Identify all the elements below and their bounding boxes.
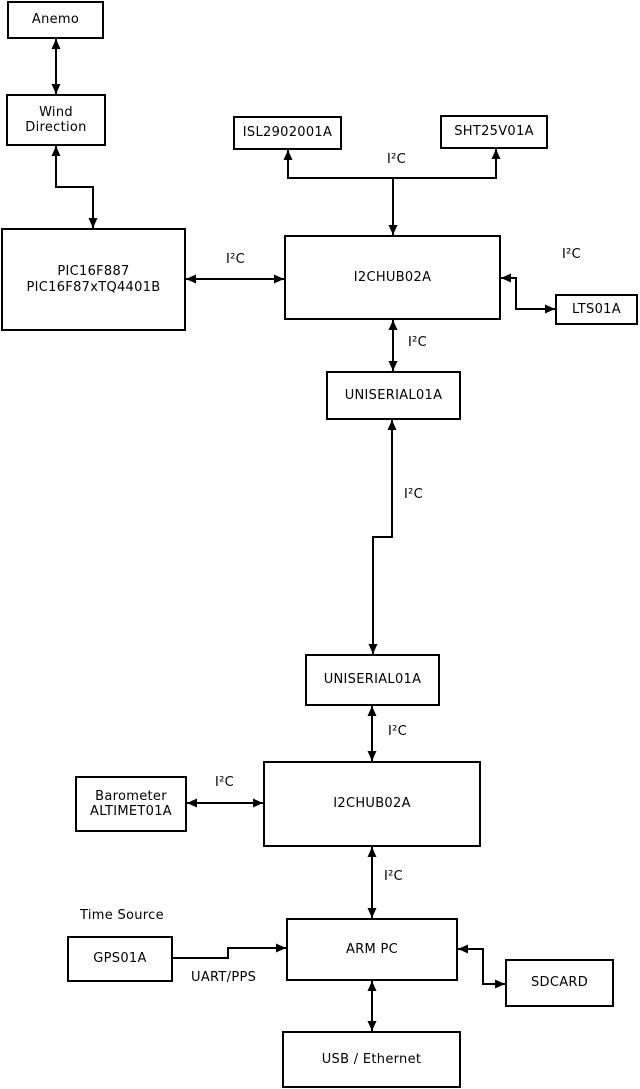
box-i2chub02a-top-label: I2CHUB02A [353, 269, 432, 285]
box-wind-direction-label-line2: Direction [25, 120, 87, 135]
box-anemo-label: Anemo [31, 12, 80, 28]
box-wind-direction: Wind Direction [6, 94, 106, 146]
connector-gps-armpc [173, 943, 286, 959]
box-anemo: Anemo [7, 1, 104, 39]
label-i2c-uniserial-link: I²C [404, 487, 424, 502]
box-i2chub02a-bottom: I2CHUB02A [263, 761, 481, 847]
connector-uniserialtop-uniserialbottom [368, 420, 397, 654]
label-i2c-hub-lts: I²C [562, 247, 582, 262]
box-arm-pc-label: ARM PC [346, 941, 398, 957]
label-i2c-barometer-hub2: I²C [215, 775, 235, 790]
box-barometer-label-line2: ALTIMET01A [90, 804, 172, 819]
label-i2c-sensors-branch: I²C [387, 152, 407, 167]
box-sht25v01a: SHT25V01A [440, 115, 548, 149]
box-gps01a: GPS01A [67, 936, 173, 982]
box-isl2902001a-label: ISL2902001A [242, 125, 333, 141]
label-uart-pps: UART/PPS [191, 970, 257, 985]
box-uniserial01a-bottom: UNISERIAL01A [305, 654, 440, 706]
box-barometer-label-line1: Barometer [95, 788, 167, 804]
box-wind-direction-label-line1: Wind [39, 104, 73, 120]
label-i2c-pic-hub: I²C [226, 252, 246, 267]
box-uniserial01a-bottom-label: UNISERIAL01A [323, 672, 422, 688]
box-lts01a: LTS01A [555, 294, 638, 325]
connector-i2chubtop-lts [501, 273, 555, 314]
box-i2chub02a-top: I2CHUB02A [284, 235, 501, 320]
box-barometer-altimet01a: Barometer ALTIMET01A [75, 776, 187, 832]
connector-winddirection-pic [51, 146, 98, 228]
box-pic16f887-label-line1: PIC16F887 [57, 264, 130, 279]
box-sht25v01a-label: SHT25V01A [454, 124, 534, 140]
box-gps01a-label: GPS01A [93, 951, 147, 967]
box-usb-ethernet-label: USB / Ethernet [321, 1051, 422, 1067]
box-uniserial01a-top-label: UNISERIAL01A [344, 387, 443, 403]
label-time-source: Time Source [80, 908, 164, 923]
box-lts01a-label: LTS01A [572, 301, 621, 317]
label-i2c-hub-uniserial: I²C [408, 335, 428, 350]
box-isl2902001a: ISL2902001A [233, 116, 342, 150]
box-sdcard: SDCARD [505, 959, 614, 1007]
label-i2c-hub2-armpc: I²C [384, 869, 404, 884]
box-i2chub02a-bottom-label: I2CHUB02A [333, 796, 411, 812]
box-arm-pc: ARM PC [286, 918, 458, 981]
box-pic16f887: PIC16F887 PIC16F87xTQ4401B [1, 228, 186, 331]
box-usb-ethernet: USB / Ethernet [282, 1031, 461, 1088]
box-uniserial01a-top: UNISERIAL01A [326, 371, 461, 420]
connector-armpc-sdcard [458, 944, 505, 989]
box-sdcard-label: SDCARD [530, 975, 589, 991]
label-i2c-uniserial-hub2: I²C [388, 724, 408, 739]
box-pic16f887-label-line2: PIC16F87xTQ4401B [26, 279, 161, 295]
